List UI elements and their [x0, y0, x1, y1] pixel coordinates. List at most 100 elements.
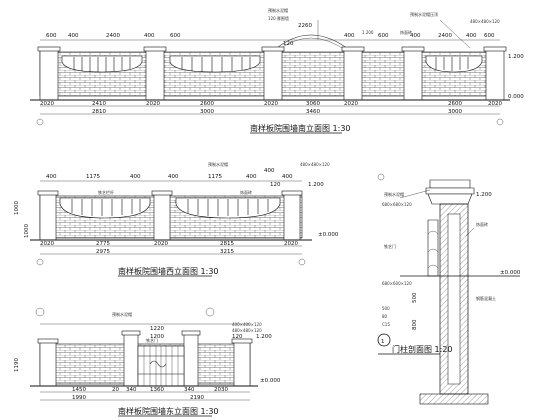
dim-text: 2020 [344, 101, 358, 107]
dim-text: 1360 [150, 387, 164, 393]
note-text: 1.200 [362, 30, 374, 35]
dim-text: 1220 [150, 326, 164, 332]
dim-text: 600 [46, 33, 57, 39]
east-pillars [37, 330, 253, 387]
west-railings [59, 197, 281, 219]
note-text: 预制水泥帽压顶 [410, 11, 438, 17]
level-label: 0.000 [508, 94, 524, 100]
dim-text: 120 [270, 182, 281, 188]
dim-text: 680×600×120 [382, 281, 412, 286]
dim-text: 400 [168, 174, 179, 180]
section-notes: 预制水泥帽 饰面砖 铁艺门 钢筋混凝土 [384, 189, 496, 301]
note-text: 饰面砖 [476, 221, 488, 227]
dim-text: 80 [382, 314, 388, 319]
dim-text: 2410 [92, 101, 106, 107]
height-dim: 1190 [14, 358, 20, 372]
dim-text: 600 [484, 33, 495, 39]
dim-text: 600 [378, 33, 389, 39]
dim-text: 2190 [190, 395, 204, 401]
section-dims: 680×680×120 680×600×120 500 800 500 80 C… [382, 202, 418, 330]
dim-text: 680×680×120 [382, 202, 412, 207]
dim-text: 400 [144, 33, 155, 39]
note-text: 铁艺栏杆 [98, 189, 114, 195]
east-gate [137, 345, 185, 387]
dim-text: 2600 [448, 101, 462, 107]
dim-text: 2020 [146, 101, 160, 107]
height-dim: 1000 [14, 201, 20, 215]
south-elevation: 600 400 2400 400 600 2260 400 600 400 24… [30, 7, 524, 134]
west-title: 南样板院围墙西立面图 1:30 [118, 266, 219, 276]
east-title: 南样板院围墙东立面图 1:30 [118, 406, 219, 416]
dim-text: 3060 [306, 101, 320, 107]
dim-text: 400 [46, 174, 57, 180]
note-text: 400×400×120 [232, 322, 262, 327]
dim-text: 120 [283, 41, 294, 47]
note-text: 铁艺门 [384, 243, 396, 249]
dim-text: 2810 [92, 109, 106, 115]
dim-text: 1200 [150, 334, 164, 340]
dim-text: 120 [232, 334, 243, 340]
dim-text: 2600 [200, 101, 214, 107]
dim-text: 400 [282, 174, 293, 180]
level-label: ±0.000 [318, 232, 339, 238]
note-text: 预制水泥帽 [112, 311, 132, 317]
dim-text: 2020 [284, 241, 298, 247]
dim-text: 2400 [438, 33, 452, 39]
dim-text: 3000 [200, 109, 214, 115]
south-title: 南样板院围墙南立面图 1:30 [250, 123, 351, 133]
dim-text: 400 [68, 33, 79, 39]
dim-text: 2020 [154, 241, 168, 247]
dim-text: 2975 [96, 249, 110, 255]
dim-text: 400 [466, 33, 477, 39]
west-elevation: 400 1175 400 400 1175 400 400 400 120 [14, 161, 339, 277]
note-text: 480×480×120 [232, 328, 262, 333]
east-top-dims: 1220 1200 120 [150, 326, 243, 340]
west-top-dims: 400 1175 400 400 1175 400 400 400 120 [46, 168, 293, 188]
dim-text: 20 [112, 387, 119, 393]
dim-text: 400 [344, 33, 355, 39]
note-text: 480×480×120 [300, 162, 330, 167]
dim-text: 3215 [220, 249, 234, 255]
dim-text: 500 [382, 306, 390, 311]
dim-text: 400 [264, 168, 275, 174]
south-top-dims: 600 400 2400 400 600 2260 400 600 400 24… [46, 23, 495, 47]
dim-text: 3460 [306, 109, 320, 115]
dim-text: 2815 [220, 241, 234, 247]
south-notes: 预制水泥帽 120 厚围墙 1.200 饰面砖 480×480×120 预制水泥… [268, 7, 500, 49]
dim-text: 2030 [214, 387, 228, 393]
height-dim: 1000 [24, 224, 30, 238]
note-text: 预制水泥帽 [384, 191, 404, 197]
dim-text: 400 [130, 174, 141, 180]
dim-text: 1450 [72, 387, 86, 393]
dim-text: 340 [184, 387, 195, 393]
dim-text: 2775 [96, 241, 110, 247]
level-label: 1.200 [308, 182, 324, 188]
level-label: ±0.000 [500, 270, 521, 276]
note-text: 预制水泥帽 [268, 7, 288, 13]
dim-text: 400 [246, 174, 257, 180]
dim-text: 2020 [488, 101, 502, 107]
section-number: 1 [381, 339, 385, 345]
dim-text: 2020 [264, 101, 278, 107]
east-notes: 预制水泥帽 400×400×120 480×480×120 铁艺门 [112, 311, 262, 343]
dim-text: 600 [170, 33, 181, 39]
south-bottom-dims: 2020 2410 2020 2600 2020 3060 2020 2600 … [40, 101, 502, 115]
level-label: 1.200 [508, 54, 524, 60]
note-text: 480×480×120 [470, 19, 500, 24]
dim-text: C15 [382, 322, 390, 327]
west-notes: 预制水泥帽 480×480×120 饰面砖 铁艺栏杆 [98, 161, 330, 195]
level-label: 1.200 [476, 192, 492, 198]
east-elevation: 1220 1200 120 1450 20 340 [14, 307, 281, 417]
dim-text: 2400 [106, 33, 120, 39]
dim-text: 400 [410, 33, 421, 39]
level-label: 1.200 [256, 334, 272, 340]
dim-text: 2260 [298, 23, 312, 29]
south-railings [61, 55, 483, 73]
note-text: 钢筋混凝土 [476, 295, 496, 301]
note-text: 饰面砖 [400, 29, 412, 35]
dim-text: 800 [412, 319, 418, 330]
note-text: 预制水泥帽 [208, 161, 228, 167]
dim-text: 1175 [208, 174, 222, 180]
